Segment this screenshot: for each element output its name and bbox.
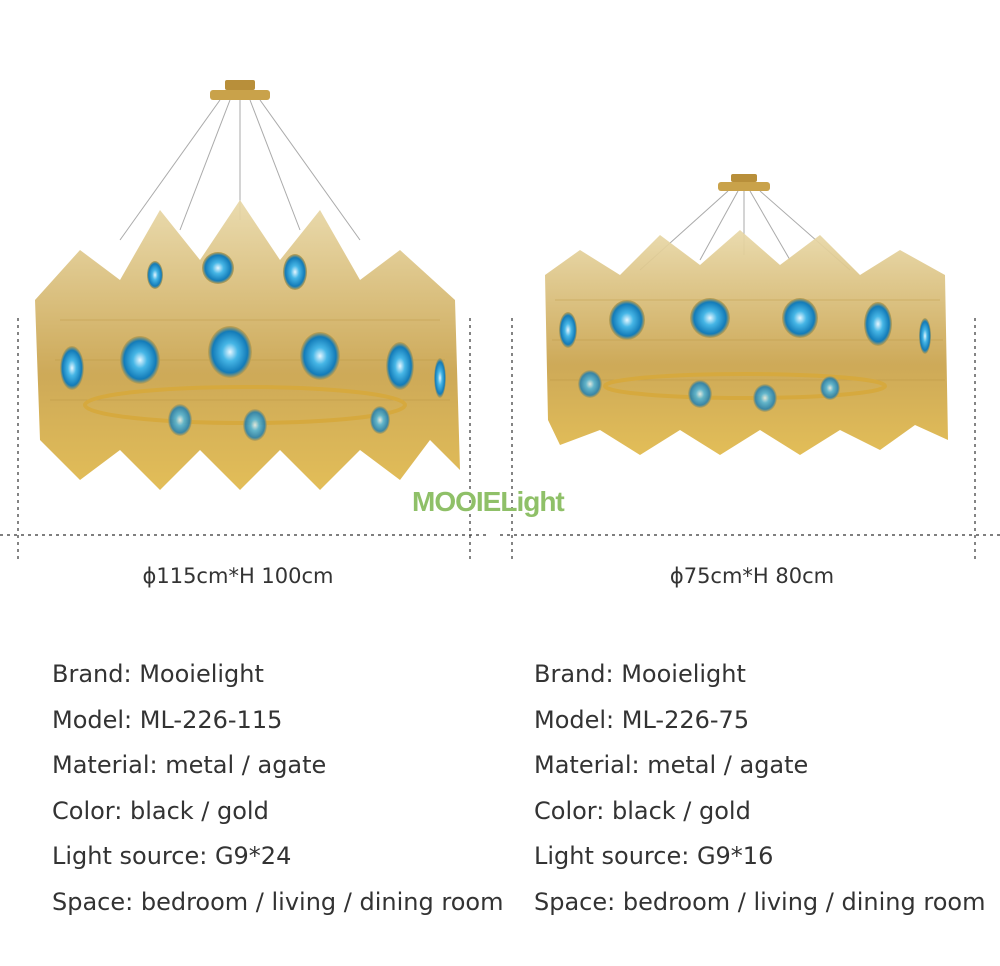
large-agate-stones — [60, 252, 446, 441]
small-agate-stones — [559, 298, 931, 412]
spec-light-source: Light source: G9*16 — [534, 842, 774, 871]
small-spec-list: Brand: Mooielight Model: ML-226-75 Mater… — [534, 652, 985, 926]
spec-model: Model: ML-226-75 — [534, 705, 750, 734]
large-dimension-label: ϕ115cm*H 100cm — [142, 564, 334, 588]
spec-brand: Brand: Mooielight — [534, 660, 746, 688]
small-chandelier-body — [545, 230, 948, 455]
large-spec-list: Brand: Mooielight Model: ML-226-115 Mate… — [52, 652, 503, 926]
spec-material: Material: metal / agate — [534, 751, 809, 780]
spec-light-source: Light source: G9*24 — [52, 842, 292, 871]
spec-space: Space: bedroom / living / dining room — [52, 887, 504, 916]
small-dimension-lines — [500, 318, 1000, 560]
large-dimension-lines — [0, 318, 490, 560]
large-canopy — [210, 80, 270, 100]
spec-brand: Brand: Mooielight — [52, 660, 264, 688]
spec-material: Material: metal / agate — [52, 751, 327, 780]
small-canopy — [718, 174, 770, 191]
spec-color: Color: black / gold — [534, 796, 751, 825]
brand-watermark: MOOIELight — [412, 486, 565, 517]
spec-model: Model: ML-226-115 — [52, 705, 283, 734]
spec-color: Color: black / gold — [52, 796, 269, 825]
small-dimension-label: ϕ75cm*H 80cm — [669, 564, 835, 588]
spec-space: Space: bedroom / living / dining room — [534, 887, 986, 916]
